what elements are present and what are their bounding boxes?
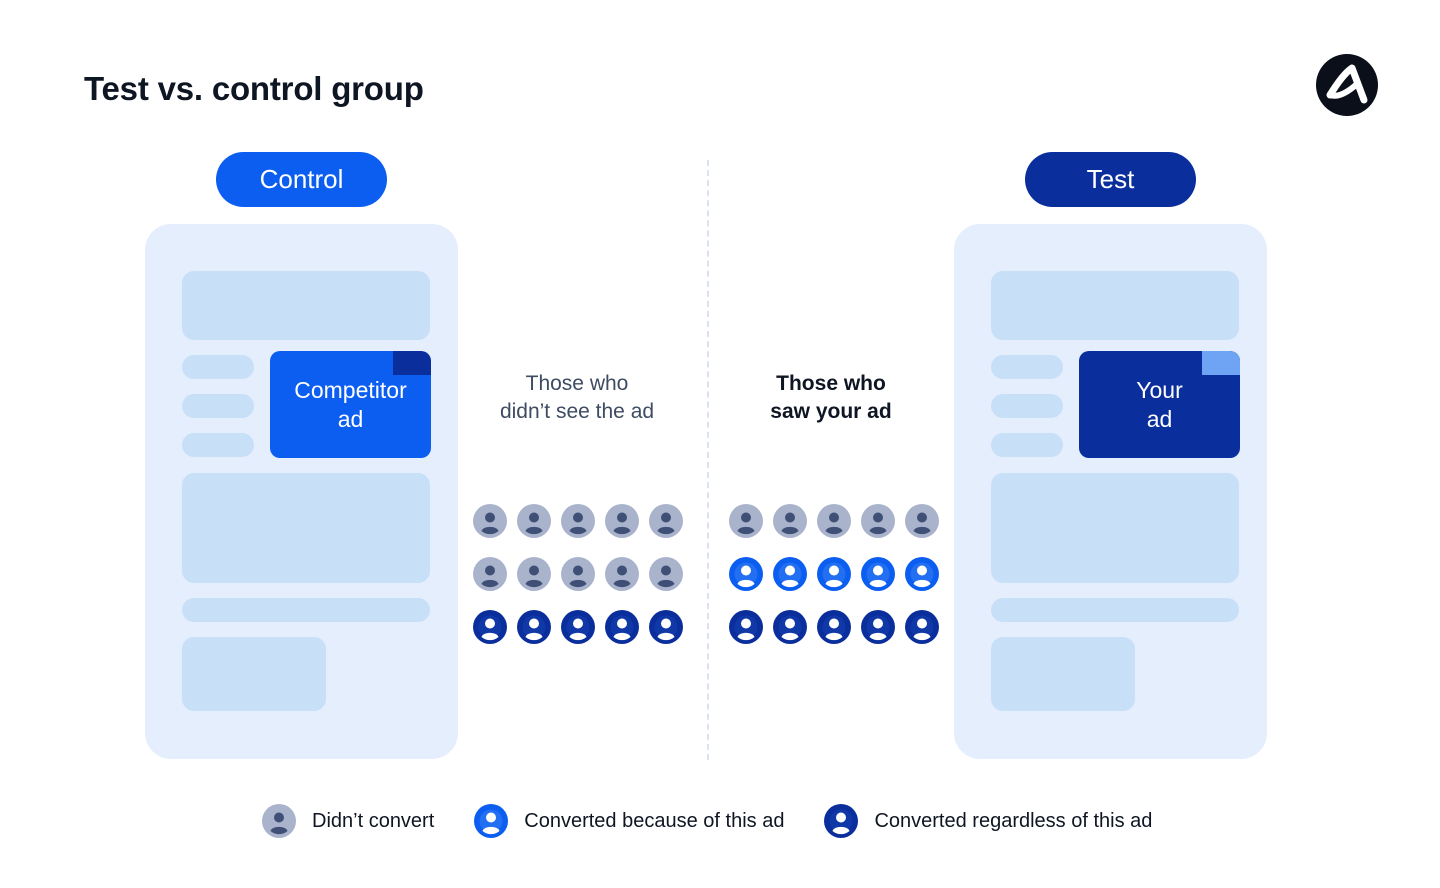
legend-label: Didn’t convert <box>312 809 435 832</box>
person-icon <box>649 557 683 591</box>
person-icon <box>817 610 851 644</box>
test-people-grid <box>729 504 939 663</box>
content-placeholder <box>182 394 254 418</box>
person-icon <box>605 610 639 644</box>
person-icon <box>561 504 595 538</box>
people-row <box>473 557 683 591</box>
brand-logo-icon <box>1316 54 1378 116</box>
person-icon <box>649 504 683 538</box>
page-title: Test vs. control group <box>84 70 424 107</box>
content-placeholder <box>991 271 1239 340</box>
control-group-label: Control <box>216 152 387 207</box>
ad-corner-tab <box>393 351 431 375</box>
person-icon <box>861 557 895 591</box>
person-icon <box>861 504 895 538</box>
control-people-grid <box>473 504 683 663</box>
person-icon <box>729 557 763 591</box>
content-placeholder <box>991 355 1063 379</box>
person-icon <box>473 504 507 538</box>
content-placeholder <box>991 637 1135 711</box>
legend: Didn’t convert Converted because of this… <box>262 804 1192 838</box>
person-icon <box>773 610 807 644</box>
control-phone-mockup: Competitor ad <box>145 224 458 759</box>
content-placeholder <box>991 473 1239 583</box>
test-group-label: Test <box>1025 152 1196 207</box>
ad-corner-tab <box>1202 351 1240 375</box>
person-icon <box>561 557 595 591</box>
people-row <box>473 610 683 644</box>
person-icon <box>773 557 807 591</box>
person-icon <box>905 610 939 644</box>
person-icon <box>817 557 851 591</box>
person-icon <box>605 557 639 591</box>
people-row <box>729 504 939 538</box>
group-divider <box>707 160 709 760</box>
person-icon <box>474 804 509 838</box>
your-ad: Your ad <box>1079 351 1240 458</box>
legend-item-didnt-convert: Didn’t convert <box>262 804 434 838</box>
person-icon <box>905 504 939 538</box>
person-icon <box>517 557 551 591</box>
person-icon <box>729 504 763 538</box>
content-placeholder <box>182 473 430 583</box>
content-placeholder <box>182 637 326 711</box>
people-row <box>473 504 683 538</box>
person-icon <box>517 504 551 538</box>
person-icon <box>824 804 859 838</box>
competitor-ad: Competitor ad <box>270 351 431 458</box>
content-placeholder <box>182 598 430 622</box>
content-placeholder <box>991 394 1063 418</box>
person-icon <box>729 610 763 644</box>
people-row <box>729 557 939 591</box>
test-caption: Those who saw your ad <box>770 372 892 423</box>
test-phone-mockup: Your ad <box>954 224 1267 759</box>
content-placeholder <box>182 271 430 340</box>
competitor-ad-label: Competitor ad <box>294 376 407 432</box>
person-icon <box>649 610 683 644</box>
person-icon <box>905 557 939 591</box>
content-placeholder <box>991 433 1063 457</box>
person-icon <box>817 504 851 538</box>
person-icon <box>473 610 507 644</box>
content-placeholder <box>182 355 254 379</box>
person-icon <box>262 804 296 838</box>
content-placeholder <box>991 598 1239 622</box>
legend-label: Converted because of this ad <box>524 809 785 832</box>
legend-label: Converted regardless of this ad <box>874 809 1153 832</box>
person-icon <box>861 610 895 644</box>
person-icon <box>605 504 639 538</box>
legend-item-converted-regardless: Converted regardless of this ad <box>824 804 1152 838</box>
legend-item-converted-because: Converted because of this ad <box>474 804 784 838</box>
your-ad-label: Your ad <box>1136 376 1183 432</box>
control-caption: Those who didn’t see the ad <box>499 372 655 423</box>
person-icon <box>473 557 507 591</box>
person-icon <box>517 610 551 644</box>
person-icon <box>773 504 807 538</box>
people-row <box>729 610 939 644</box>
person-icon <box>561 610 595 644</box>
content-placeholder <box>182 433 254 457</box>
